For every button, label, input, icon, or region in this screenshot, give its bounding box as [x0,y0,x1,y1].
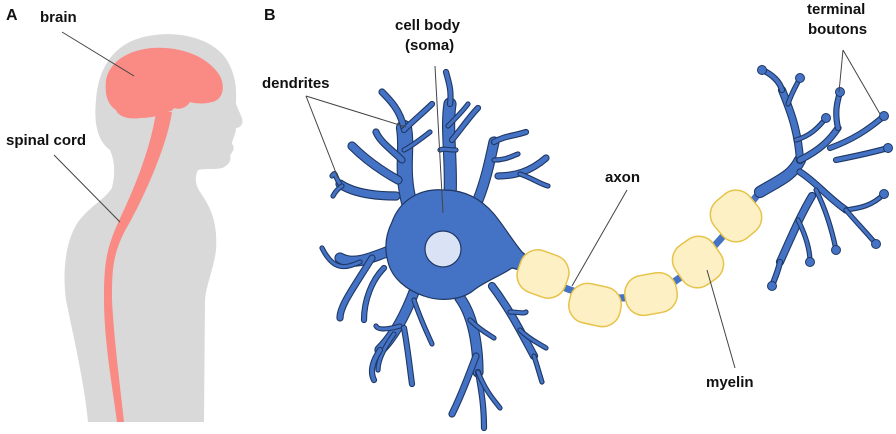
terminal-branch [797,169,849,213]
cell-body-label-line1: cell body [395,17,461,34]
dendrite-branch [518,172,550,188]
terminal-branch [755,155,805,197]
terminal-bouton [879,111,889,121]
dendrite-branch [446,102,470,128]
axon-terminal [753,65,893,291]
dendrite-branch [374,324,402,331]
myelin-segment [624,271,678,317]
terminal-branch [844,208,878,246]
dendrite-branch [492,152,520,162]
dendrite-branch [489,283,537,359]
brain-leader-line [61,31,135,77]
dendrite-branch [330,172,342,186]
dendrite-branch [492,130,528,144]
dendrite-branch [449,353,479,417]
myelin-segment [568,282,622,328]
myelin-segment [709,189,763,243]
panel-b: B dendrites cell body (soma) axon myelin [262,1,893,432]
terminal-bouton [821,113,831,123]
terminal-bouton [879,189,889,199]
terminal-bouton [831,245,841,255]
myelin-label: myelin [706,374,754,391]
cell-body-label-line2: (soma) [405,37,454,54]
dendrite-branch [473,137,499,205]
dendrite-branch [376,332,396,372]
axon-leader-line [571,189,628,287]
dendrite-branch [443,98,456,202]
dendrites [319,68,551,432]
dendrite-branch [450,106,480,142]
panel-a: A brain spinal cord [6,7,243,422]
terminal-boutons-leader-line-1 [838,49,844,93]
dendrite-branch [320,246,362,269]
terminal-bouton [795,73,805,83]
myelin-sheath [516,189,763,328]
spinal-cord-leader-line [53,154,121,223]
terminal-boutons-label-line1: terminal [807,1,865,18]
terminal-bouton [805,257,815,267]
dendrite-branch [468,318,496,340]
terminal-branch [797,125,841,163]
terminal-branch [777,193,815,265]
dendrite-branch [438,147,458,152]
terminal-bouton [767,281,777,291]
terminal-bouton [883,143,893,153]
dendrites-leader-line-1 [305,95,407,128]
dendrite-branch [370,348,382,382]
myelin-segment [671,235,725,289]
dendrite-branch [362,266,386,322]
terminal-bouton [835,87,845,97]
terminal-boutons-label-line2: boutons [808,21,867,38]
brain-shape [105,47,223,119]
dendrite-branch [379,89,407,131]
panel-b-label: B [264,7,276,24]
terminal-boutons-leader-line-2 [842,49,881,115]
dendrite-branch [518,328,548,350]
dendrite-branch [532,354,544,384]
terminal-branch [828,114,886,150]
panel-a-label: A [6,7,18,24]
dendrite-branch [402,102,434,132]
myelin-leader-line [706,269,736,369]
terminal-branch [834,146,890,162]
dendrite-branch [508,310,528,315]
dendrite-branch [444,70,453,106]
dendrite-branch [397,121,417,213]
terminal-branch [779,87,803,163]
nucleus [424,230,462,268]
terminal-bouton [871,239,881,249]
brain-label: brain [40,9,77,26]
axon-label: axon [605,169,640,186]
dendrite-branch [373,129,405,163]
dendrite-branch [348,142,402,184]
dendrite-branch [402,130,432,152]
spinal-cord-label: spinal cord [6,132,86,149]
cell-body-leader-line [434,65,444,214]
dendrite-branch [402,326,414,386]
myelin-segment [516,249,570,299]
dendrite-branch [337,255,375,321]
dendrite-branch [331,184,344,198]
dendrites-leader-line-2 [305,95,339,179]
dendrite-branch [476,370,502,410]
terminal-bouton [757,65,767,75]
dendrites-label: dendrites [262,75,330,92]
dendrite-branch [412,298,434,346]
dendrite-branch [455,293,483,377]
terminal-branch [814,188,838,252]
